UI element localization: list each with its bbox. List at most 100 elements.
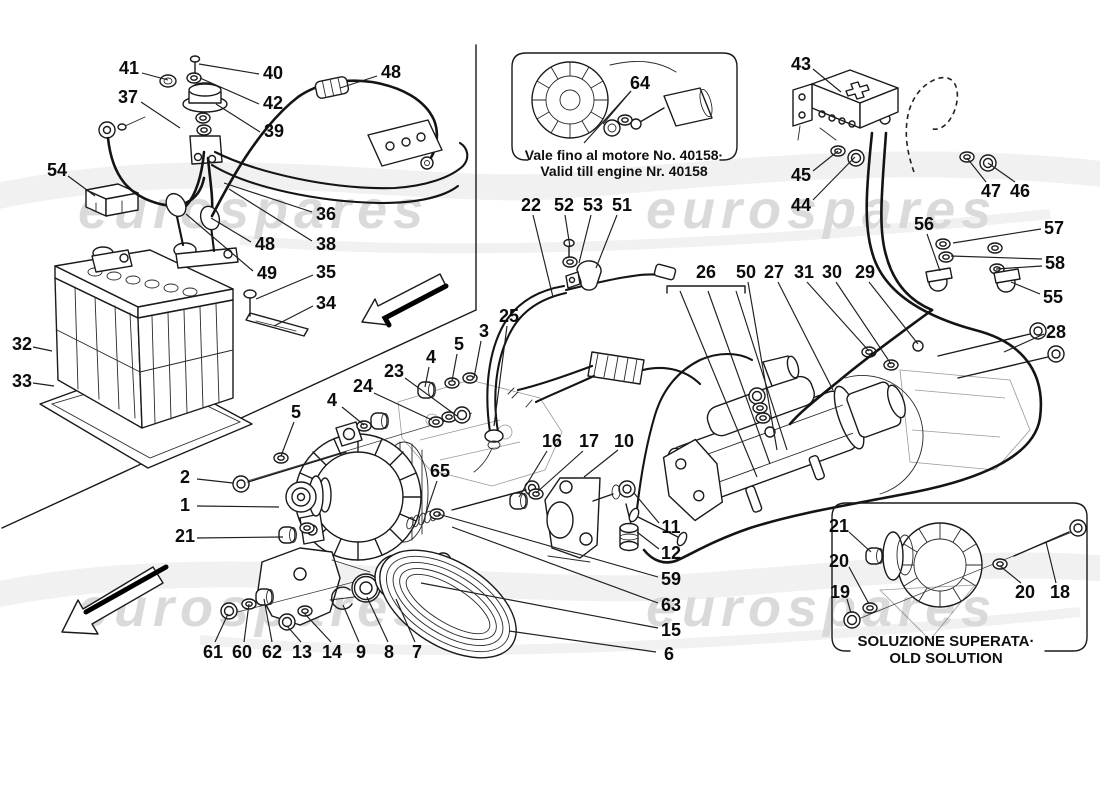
callout-20: 20 [1015,582,1035,602]
leader-line [812,150,839,172]
leader-line [707,290,771,465]
leader-line [735,290,788,451]
leader-line [564,214,571,248]
leader-line [868,281,919,345]
watermark-swoosh [0,151,1100,656]
inset-old-solution-art [843,519,1087,641]
callout-5: 5 [454,334,464,354]
leader-line [196,478,234,484]
leader-line [806,281,870,352]
leader-line [255,274,314,300]
leader-line [342,604,360,643]
positive-cable-48 [165,76,443,231]
leader-line [848,531,872,553]
callout-19: 19 [830,582,850,602]
leader-line [424,480,438,517]
callout-46: 46 [1010,181,1030,201]
leader-line [473,340,482,379]
leader-line [273,305,314,327]
distributor-box [792,69,899,141]
leader-line [493,325,508,427]
leader-line [32,346,53,352]
callout-30: 30 [822,262,842,282]
callout-29: 29 [855,262,875,282]
leader-line [451,526,659,604]
callout-33: 33 [12,371,32,391]
callout-21: 21 [829,516,849,536]
callout-8: 8 [384,642,394,662]
callout-48: 48 [381,62,401,82]
callout-3: 3 [479,321,489,341]
callout-53: 53 [583,195,603,215]
callout-7: 7 [412,642,422,662]
leader-line [339,75,378,89]
leader-line [198,63,260,75]
cable-clamp-55 [993,268,1021,293]
starter-bolts [861,322,1065,379]
leader-line [140,101,181,129]
callout-27: 27 [764,262,784,282]
callout-10: 10 [614,431,634,451]
inset-old-solution-line2: OLD SOLUTION [889,649,1003,667]
leader-line [228,188,313,242]
callout-18: 18 [1050,582,1070,602]
leader-line [633,492,660,524]
leader-line [583,90,632,144]
callout-17: 17 [579,431,599,451]
leader-line [263,598,273,643]
callout-41: 41 [119,58,139,78]
right-hardware [830,76,1021,293]
leader-line [404,377,458,417]
taped-splice [507,351,702,408]
leader-line [303,612,332,643]
leader-line [952,228,1042,244]
callout-36: 36 [316,204,336,224]
leader-line [679,290,758,478]
leader-line [67,175,96,197]
callout-28: 28 [1046,322,1066,342]
callout-39: 39 [264,121,284,141]
callout-65: 65 [430,461,450,481]
callout-47: 47 [981,181,1001,201]
leader-line [595,214,618,269]
leader-line [214,613,229,643]
inset-old-solution-caption: SOLUZIONE SUPERATA· OLD SOLUTION [848,633,1044,668]
leader-line [926,233,941,272]
terminal-cover [85,183,139,217]
callout-58: 58 [1045,253,1065,273]
leader-line [366,596,389,643]
leader-line [395,598,416,643]
callout-13: 13 [292,642,312,662]
inset-validity-caption: Vale fino al motore No. 40158· Valid til… [514,147,734,179]
leader-line [777,281,834,391]
callout-21: 21 [175,526,195,546]
callout-40: 40 [263,63,283,83]
leader-line [32,382,55,387]
leader-line [812,156,856,201]
callout-34: 34 [316,293,336,313]
leader-line [578,214,592,264]
callout-25: 25 [499,306,519,326]
callout-64: 64 [630,73,650,93]
callout-26: 26 [696,262,716,282]
leader-line [210,217,252,243]
callout-12: 12 [661,543,681,563]
callout-48: 48 [255,234,275,254]
leader-line [286,625,302,643]
callout-49: 49 [257,263,277,283]
callout-51: 51 [612,195,632,215]
callout-4: 4 [426,347,436,367]
leader-line [812,68,842,93]
leader-line [196,505,280,508]
leader-line [532,214,554,298]
alternator-hardware [232,372,478,544]
inset-validity-line1: Vale fino al motore No. 40158· [524,147,724,163]
callout-35: 35 [316,262,336,282]
leader-line [535,450,584,494]
leader-line [223,182,313,213]
callout-4: 4 [327,390,337,410]
ground-cable [98,121,214,214]
leader-line [518,450,548,498]
main-cables [628,111,1043,564]
